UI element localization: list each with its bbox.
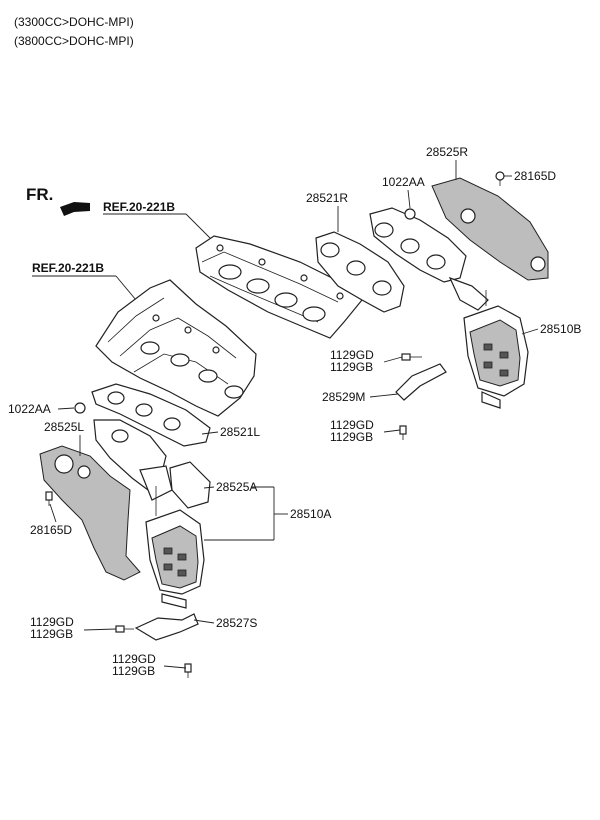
bolt-icon: [115, 625, 134, 633]
part-28525R: 28525R: [426, 145, 468, 159]
part-28529M: 28529M: [322, 390, 365, 404]
ref-lower-leader: [115, 275, 137, 301]
left-exhaust-manifold: [93, 419, 173, 501]
part-1129GD-a: 1129GD: [330, 348, 374, 362]
front-label: FR.: [26, 185, 53, 204]
part-28510B: 28510B: [540, 322, 581, 336]
left-heat-shield: [39, 445, 141, 581]
part-28525L: 28525L: [44, 420, 84, 434]
part-1129GD-b: 1129GD: [330, 418, 374, 432]
reference-lower: REF.20-221B: [32, 261, 104, 275]
left-support-bracket: [134, 613, 199, 641]
part-1022AA-left: 1022AA: [8, 402, 51, 416]
part-1129GB-a: 1129GB: [330, 360, 373, 374]
right-catalytic-converter: [463, 290, 529, 409]
leader-lines: [49, 160, 539, 669]
front-arrow-icon: [60, 202, 90, 216]
part-28525A: 28525A: [216, 480, 257, 494]
part-1129GD-c: 1129GD: [30, 615, 74, 629]
reference-upper: REF.20-221B: [103, 200, 175, 214]
right-manifold-gasket: [315, 231, 405, 313]
bolt-icon: [45, 491, 53, 506]
part-28165D-left: 28165D: [30, 523, 72, 537]
engine-spec-3800: (3800CC>DOHC-MPI): [14, 34, 134, 48]
nut-icon: [74, 402, 86, 414]
part-28165D-right: 28165D: [514, 169, 556, 183]
left-manifold-gasket: [91, 383, 211, 447]
front-direction-indicator: FR.: [26, 185, 90, 216]
bolt-icon: [399, 425, 407, 440]
ref-upper-leader: [185, 213, 213, 241]
part-28521R: 28521R: [306, 191, 348, 205]
bolt-icon: [184, 663, 192, 678]
part-1129GB-b: 1129GB: [330, 430, 373, 444]
right-support-bracket: [395, 363, 447, 401]
part-28521L: 28521L: [220, 425, 260, 439]
part-1129GB-d: 1129GB: [112, 664, 155, 678]
right-heat-shield: [431, 177, 549, 281]
nut-icon: [404, 208, 416, 220]
left-catalytic-converter: [145, 486, 205, 609]
bolt-icon: [495, 171, 505, 186]
part-28527S: 28527S: [216, 616, 257, 630]
part-28510A: 28510A: [290, 507, 331, 521]
engine-spec-3300: (3300CC>DOHC-MPI): [14, 15, 134, 29]
bolt-icon: [401, 353, 422, 361]
part-1129GB-c: 1129GB: [30, 627, 73, 641]
right-cylinder-head: [195, 235, 363, 339]
left-cylinder-head: [95, 279, 257, 417]
part-1022AA-right: 1022AA: [382, 175, 425, 189]
part-1129GD-d: 1129GD: [112, 652, 156, 666]
catalyst-heat-shield: [169, 461, 211, 509]
